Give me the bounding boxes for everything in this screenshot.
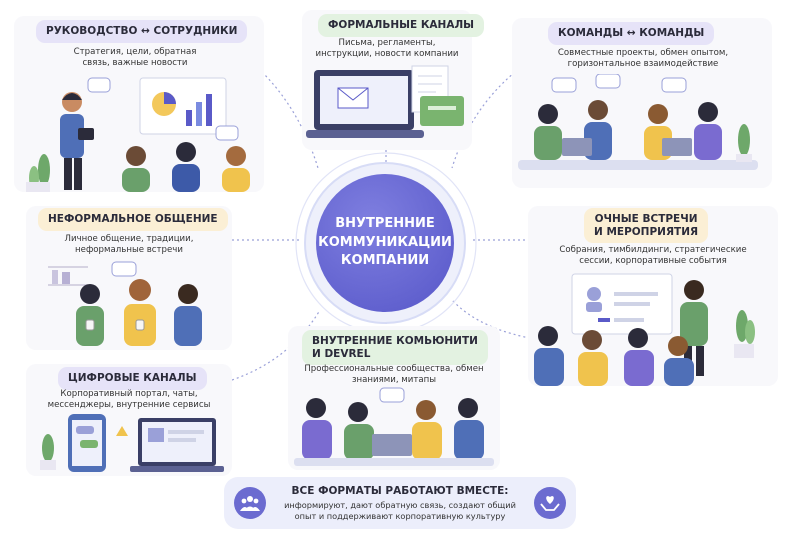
management-desc: Стратегия, цели, обратная связь, важные … — [73, 47, 197, 69]
teams-desc: Совместные проекты, обмен опытом, горизо… — [557, 48, 729, 70]
communities-illustration — [294, 387, 494, 466]
digital-title: ЦИФРОВЫЕ КАНАЛЫ — [58, 367, 207, 390]
communities-desc: Профессиональные сообщества, обмен знани… — [304, 364, 484, 386]
footer-text: информируют, дают обратную связь, создаю… — [284, 500, 516, 521]
center-line1: ВНУТРЕННИЕ — [335, 215, 435, 231]
teams-title: КОМАНДЫ ↔ КОМАНДЫ — [548, 22, 715, 45]
center-hub: ВНУТРЕННИЕ КОММУНИКАЦИИ КОМПАНИИ — [316, 174, 454, 312]
center-line3: КОМПАНИИ — [340, 253, 430, 269]
center-line2: КОММУНИКАЦИИ — [318, 234, 452, 250]
digital-illustration — [40, 414, 224, 472]
formal-illustration — [306, 65, 464, 138]
people-group-icon — [234, 487, 266, 519]
meetings-title: ОЧНЫЕ ВСТРЕЧИ И МЕРОПРИЯТИЯ — [584, 208, 709, 244]
management-illustration — [26, 77, 250, 192]
teams-illustration — [518, 74, 758, 170]
meetings-title-line2: И МЕРОПРИЯТИЯ — [594, 225, 699, 238]
meetings-title-line1: ОЧНЫЕ ВСТРЕЧИ — [594, 213, 698, 225]
meetings-illustration — [534, 273, 755, 386]
informal-title: НЕФОРМАЛЬНОЕ ОБЩЕНИЕ — [38, 208, 228, 231]
footer-banner: ВСЕ ФОРМАТЫ РАБОТАЮТ ВМЕСТЕ: информируют… — [224, 477, 576, 529]
management-title: РУКОВОДСТВО ↔ СОТРУДНИКИ — [36, 20, 248, 43]
communities-title-line2: И DEVREL — [312, 347, 371, 360]
communities-title: ВНУТРЕННИЕ КОМЬЮНИТИ И DEVREL — [302, 330, 488, 366]
communities-title-line1: ВНУТРЕННИЕ КОМЬЮНИТИ — [312, 335, 478, 347]
footer-title: ВСЕ ФОРМАТЫ РАБОТАЮТ ВМЕСТЕ: — [291, 485, 509, 497]
connector-management — [261, 71, 319, 169]
formal-title: ФОРМАЛЬНЫЕ КАНАЛЫ — [318, 14, 485, 37]
informal-desc: Личное общение, традиции, неформальные в… — [64, 234, 194, 256]
heart-hands-icon — [534, 487, 566, 519]
formal-desc: Письма, регламенты, инструкции, новости … — [315, 38, 459, 60]
meetings-desc: Собрания, тимбилдинги, стратегические се… — [559, 245, 747, 267]
informal-illustration — [48, 261, 202, 346]
digital-desc: Корпоративный портал, чаты, мессенджеры,… — [47, 389, 211, 411]
